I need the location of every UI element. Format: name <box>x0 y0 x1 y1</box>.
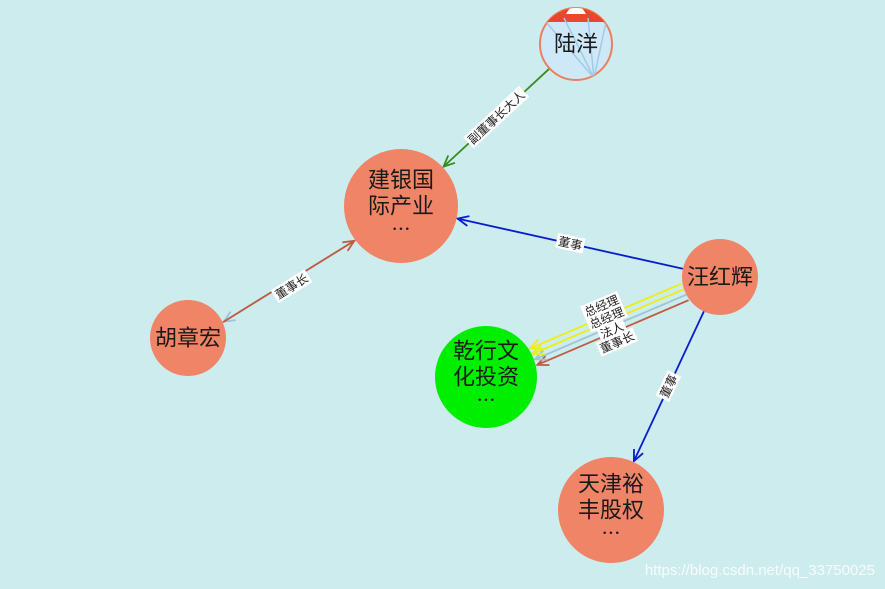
node-circle[interactable] <box>558 457 664 563</box>
node-label: 汪红辉 <box>687 266 753 291</box>
node-label: 化投资 <box>453 366 519 391</box>
edge-label-bg <box>555 232 586 254</box>
arrowhead <box>528 338 543 350</box>
node-label: 际产业 <box>368 195 434 220</box>
node-circle[interactable] <box>150 300 226 376</box>
node-circle[interactable] <box>435 326 537 428</box>
node-label: 天津裕 <box>578 473 644 498</box>
arrowhead <box>455 215 470 227</box>
node-circle[interactable] <box>344 149 458 263</box>
edge-label-group: 董事 <box>655 370 682 402</box>
arrowhead <box>632 448 644 464</box>
node-more-ellipsis: ··· <box>601 521 620 545</box>
node-circle[interactable] <box>682 239 758 315</box>
edge-label-bg <box>580 290 623 321</box>
node-label: 陆洋 <box>554 33 598 58</box>
edge-label: 董事 <box>557 234 583 253</box>
edge-label-group: 董事 <box>555 232 586 254</box>
edge-label-bg <box>655 370 682 402</box>
edge-label: 副董事长大人 <box>465 88 527 147</box>
edge-label: 董事长 <box>273 271 311 302</box>
node-luyang[interactable]: 陆洋 <box>539 5 613 81</box>
arrowhead <box>441 155 456 169</box>
node-label: 丰股权 <box>578 499 644 524</box>
edge-label-group: 董事长 <box>270 269 313 304</box>
node-more-ellipsis: ··· <box>476 388 495 412</box>
arrowhead <box>342 239 357 252</box>
node-label: 乾行文 <box>453 340 519 365</box>
node-label: 胡章宏 <box>155 327 221 352</box>
edge-label-bg <box>595 327 639 357</box>
edge-label-bg <box>596 317 628 343</box>
node-huzhanghong[interactable]: 胡章宏 <box>150 300 226 376</box>
edge-label-group: 副董事长大人 <box>463 85 530 149</box>
edge-label-bg <box>270 269 313 304</box>
node-label: 建银国 <box>368 169 434 194</box>
edge-label-bg <box>585 302 628 333</box>
node-more-ellipsis: ··· <box>391 217 410 241</box>
watermark: https://blog.csdn.net/qq_33750025 <box>644 562 875 579</box>
node-wanghonghui[interactable]: 汪红辉 <box>682 239 758 315</box>
edge-label-bg <box>463 85 530 149</box>
